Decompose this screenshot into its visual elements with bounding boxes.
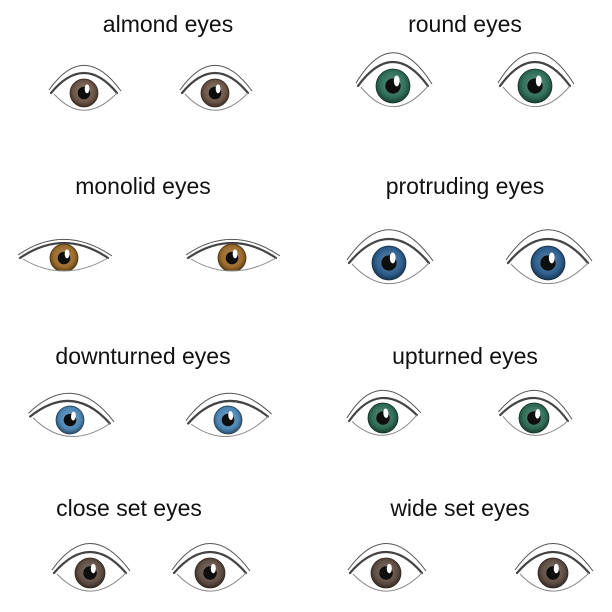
lower-eyelid bbox=[56, 572, 127, 592]
upper-eyelid bbox=[348, 396, 418, 423]
eyelid-crease bbox=[346, 389, 422, 419]
eye-right bbox=[498, 389, 573, 436]
lower-eyelid bbox=[176, 572, 247, 592]
eyelid-crease bbox=[17, 238, 113, 257]
eyelid-crease bbox=[347, 543, 427, 572]
lower-eyelid bbox=[190, 257, 277, 272]
label-downturned-eyes: downturned eyes bbox=[55, 343, 231, 369]
eye-left bbox=[48, 65, 122, 111]
eyelid-crease bbox=[514, 543, 594, 572]
highlight-icon bbox=[90, 563, 96, 574]
lower-eyelid bbox=[351, 262, 430, 285]
upper-eyelid bbox=[499, 396, 569, 423]
upper-eyelid bbox=[49, 71, 119, 95]
highlight-icon bbox=[535, 409, 541, 419]
eyelid-crease bbox=[498, 389, 573, 420]
highlight-icon bbox=[393, 75, 400, 87]
lower-eyelid bbox=[502, 415, 569, 436]
eyelid-crease bbox=[346, 229, 434, 262]
label-wide-set-eyes: wide set eyes bbox=[390, 495, 530, 521]
eyelid-crease bbox=[185, 238, 281, 257]
eye-left bbox=[347, 543, 427, 592]
highlight-icon bbox=[232, 249, 238, 259]
upper-eyelid bbox=[18, 242, 110, 260]
eyelid-crease bbox=[505, 229, 593, 262]
eyelid-crease bbox=[179, 65, 253, 92]
eyelid-crease bbox=[171, 543, 251, 572]
label-upturned-eyes: upturned eyes bbox=[392, 343, 538, 369]
label-monolid-eyes: monolid eyes bbox=[75, 173, 211, 199]
upper-eyelid bbox=[187, 399, 269, 425]
highlight-icon bbox=[383, 408, 389, 419]
eye-right bbox=[171, 543, 251, 592]
eyelid-crease bbox=[48, 65, 122, 92]
lower-eyelid bbox=[32, 417, 111, 437]
eye-right bbox=[505, 229, 593, 285]
highlight-icon bbox=[386, 563, 392, 574]
eye-right bbox=[514, 543, 594, 592]
eye-left bbox=[17, 238, 113, 272]
highlight-icon bbox=[84, 84, 90, 94]
label-close-set-eyes: close set eyes bbox=[56, 495, 202, 521]
upper-eyelid bbox=[52, 550, 128, 575]
eye-right bbox=[185, 392, 272, 437]
highlight-icon bbox=[535, 75, 542, 87]
label-round-eyes: round eyes bbox=[408, 11, 522, 37]
lower-eyelid bbox=[510, 262, 589, 285]
highlight-icon bbox=[228, 411, 234, 421]
upper-eyelid bbox=[172, 550, 248, 575]
lower-eyelid bbox=[53, 92, 118, 111]
highlight-icon bbox=[548, 252, 555, 264]
eyelid-crease bbox=[497, 52, 575, 85]
eyelid-crease bbox=[185, 392, 272, 421]
eyelid-crease bbox=[28, 392, 115, 423]
label-almond-eyes: almond eyes bbox=[102, 11, 234, 37]
lower-eyelid bbox=[22, 257, 109, 272]
lower-eyelid bbox=[360, 85, 429, 108]
upper-eyelid bbox=[348, 550, 424, 575]
lower-eyelid bbox=[190, 416, 269, 437]
label-protruding-eyes: protruding eyes bbox=[385, 173, 545, 199]
eye-left bbox=[346, 229, 434, 285]
eyelid-crease bbox=[51, 543, 131, 572]
highlight-icon bbox=[553, 563, 559, 574]
upper-eyelid bbox=[356, 61, 430, 88]
highlight-icon bbox=[64, 249, 70, 259]
eye-left bbox=[355, 52, 433, 108]
eye-left bbox=[28, 392, 115, 437]
eyelid-crease bbox=[355, 52, 433, 85]
lower-eyelid bbox=[502, 85, 571, 108]
eye-left bbox=[51, 543, 131, 592]
eye-left bbox=[346, 389, 422, 436]
highlight-icon bbox=[389, 252, 396, 264]
eye-right bbox=[497, 52, 575, 108]
upper-eyelid bbox=[498, 61, 572, 88]
eye-right bbox=[179, 65, 253, 111]
eye-right bbox=[185, 238, 281, 272]
lower-eyelid bbox=[352, 572, 423, 592]
upper-eyelid bbox=[347, 238, 431, 265]
lower-eyelid bbox=[519, 572, 590, 592]
upper-eyelid bbox=[180, 71, 250, 95]
upper-eyelid bbox=[186, 242, 278, 260]
upper-eyelid bbox=[29, 399, 111, 425]
lower-eyelid bbox=[184, 92, 249, 111]
highlight-icon bbox=[210, 563, 216, 574]
upper-eyelid bbox=[515, 550, 591, 575]
highlight-icon bbox=[215, 84, 221, 94]
lower-eyelid bbox=[351, 414, 418, 436]
upper-eyelid bbox=[506, 238, 590, 265]
highlight-icon bbox=[71, 411, 76, 421]
